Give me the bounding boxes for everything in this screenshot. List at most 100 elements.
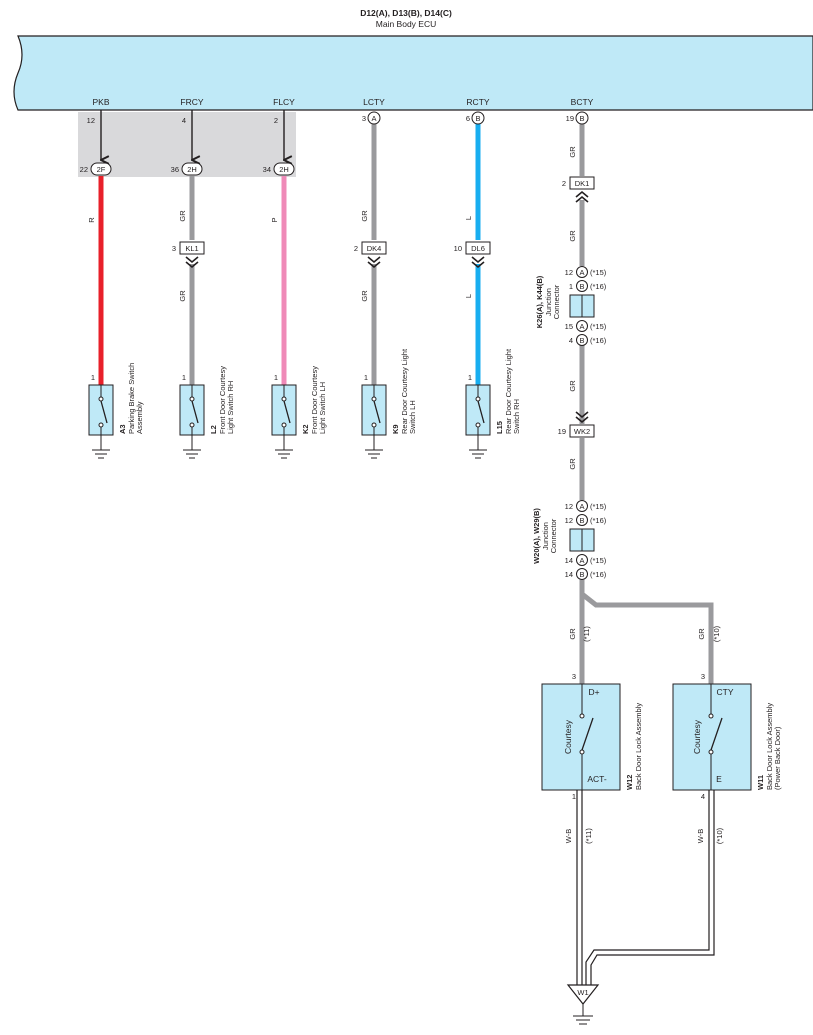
svg-text:19: 19 xyxy=(558,427,566,436)
ecu-connectors: D12(A), D13(B), D14(C) xyxy=(360,8,452,18)
svg-text:B: B xyxy=(579,516,584,525)
conn-rcty: B xyxy=(475,114,480,123)
svg-text:A: A xyxy=(579,322,584,331)
svg-text:3: 3 xyxy=(572,672,576,681)
junction-2f: 22 2F xyxy=(80,162,112,176)
wire-label-lcty-1: GR xyxy=(360,210,369,222)
svg-text:15: 15 xyxy=(565,322,573,331)
wire-label-bcty-3: GR xyxy=(568,380,577,392)
svg-text:Rear Door Courtesy Light: Rear Door Courtesy Light xyxy=(504,348,513,434)
switch-k9: 1 K9 Rear Door Courtesy Light Switch LH xyxy=(361,348,417,459)
svg-text:14: 14 xyxy=(565,570,573,579)
svg-text:(*15): (*15) xyxy=(590,322,607,331)
svg-text:E: E xyxy=(716,774,722,784)
svg-text:DK4: DK4 xyxy=(367,244,382,253)
note-w12-top: (*11) xyxy=(582,626,591,642)
connector-dl6: 10 DL6 xyxy=(454,241,491,269)
wire-label-bcty-2: GR xyxy=(568,230,577,242)
svg-text:2H: 2H xyxy=(279,165,289,174)
svg-text:Back Door Lock Assembly: Back Door Lock Assembly xyxy=(634,703,643,790)
svg-text:D+: D+ xyxy=(588,687,599,697)
svg-text:B: B xyxy=(579,336,584,345)
wire-label-flcy: P xyxy=(270,217,279,222)
svg-text:(*15): (*15) xyxy=(590,268,607,277)
note-w11-top: (*10) xyxy=(712,625,721,642)
svg-text:W11: W11 xyxy=(756,775,765,790)
svg-text:(*15): (*15) xyxy=(590,502,607,511)
connector-dk1: 2 DK1 xyxy=(562,176,595,203)
svg-text:Connector: Connector xyxy=(549,518,558,553)
ecu-terminal-frcy: FRCY xyxy=(180,97,203,107)
svg-text:CTY: CTY xyxy=(717,687,734,697)
svg-text:Back Door Lock Assembly: Back Door Lock Assembly xyxy=(765,703,774,790)
svg-text:A: A xyxy=(579,502,584,511)
switch-a3: 1 A3 Parking Brake Switch Assembly xyxy=(88,363,144,459)
wire-label-bcty-4: GR xyxy=(568,458,577,470)
connector-wk2: 19 WK2 xyxy=(558,411,595,438)
switch-l15: 1 L15 Rear Door Courtesy Light Switch RH xyxy=(465,348,521,459)
svg-text:(*16): (*16) xyxy=(590,282,607,291)
svg-text:Courtesy: Courtesy xyxy=(563,719,573,754)
svg-text:A: A xyxy=(579,556,584,565)
wire-label-w12: GR xyxy=(568,628,577,640)
svg-text:1: 1 xyxy=(572,792,576,801)
wire-label-bcty-1: GR xyxy=(568,146,577,158)
note-w12-bottom: (*11) xyxy=(584,828,593,844)
pin-lcty: 3 xyxy=(362,114,366,123)
ecu-body xyxy=(13,35,813,111)
svg-text:L2: L2 xyxy=(209,425,218,434)
svg-text:14: 14 xyxy=(565,556,573,565)
svg-text:Light Switch LH: Light Switch LH xyxy=(318,382,327,434)
wire-label-w11: GR xyxy=(697,628,706,640)
ecu-terminal-rcty: RCTY xyxy=(466,97,489,107)
svg-text:Junction: Junction xyxy=(541,522,550,550)
wire-label-rcty-2: L xyxy=(464,294,473,298)
ecu-name: Main Body ECU xyxy=(376,19,436,29)
svg-text:(*16): (*16) xyxy=(590,336,607,345)
svg-text:3: 3 xyxy=(172,244,176,253)
svg-text:1: 1 xyxy=(569,282,573,291)
svg-text:KL1: KL1 xyxy=(185,244,198,253)
svg-text:A: A xyxy=(579,268,584,277)
svg-text:2H: 2H xyxy=(187,165,197,174)
switch-l2: 1 L2 Front Door Courtesy Light Switch RH xyxy=(179,366,235,459)
pin-pkb: 12 xyxy=(87,116,95,125)
svg-text:22: 22 xyxy=(80,165,88,174)
svg-text:B: B xyxy=(579,570,584,579)
svg-text:(*16): (*16) xyxy=(590,516,607,525)
svg-text:12: 12 xyxy=(565,268,573,277)
ecu-terminal-bcty: BCTY xyxy=(571,97,594,107)
svg-text:(Power Back Door): (Power Back Door) xyxy=(773,726,782,790)
svg-text:12: 12 xyxy=(565,516,573,525)
svg-text:K2: K2 xyxy=(301,424,310,434)
svg-text:Rear Door Courtesy Light: Rear Door Courtesy Light xyxy=(400,348,409,434)
wire-label-frcy-1: GR xyxy=(178,210,187,222)
conn-bcty: B xyxy=(579,114,584,123)
svg-text:W12: W12 xyxy=(625,775,634,790)
connector-dk4: 2 DK4 xyxy=(354,241,387,269)
svg-text:(*15): (*15) xyxy=(590,556,607,565)
wire-label-frcy-2: GR xyxy=(178,290,187,302)
svg-text:2: 2 xyxy=(562,179,566,188)
svg-text:34: 34 xyxy=(263,165,271,174)
svg-text:1: 1 xyxy=(274,373,278,382)
svg-text:Switch RH: Switch RH xyxy=(512,399,521,434)
svg-text:3: 3 xyxy=(701,672,705,681)
pin-flcy: 2 xyxy=(274,116,278,125)
svg-text:4: 4 xyxy=(569,336,573,345)
svg-text:10: 10 xyxy=(454,244,462,253)
svg-text:Front Door Courtesy: Front Door Courtesy xyxy=(310,366,319,434)
svg-text:DK1: DK1 xyxy=(575,179,590,188)
wire-label-ground-w12: W-B xyxy=(564,829,573,843)
connector-kl1: 3 KL1 xyxy=(172,241,205,269)
pin-frcy: 4 xyxy=(182,116,186,125)
ground-point-w1: W1 xyxy=(566,984,600,1025)
note-w11-bottom: (*10) xyxy=(715,827,724,844)
ecu-terminal-lcty: LCTY xyxy=(363,97,385,107)
svg-text:Front Door Courtesy: Front Door Courtesy xyxy=(218,366,227,434)
wire-label-lcty-2: GR xyxy=(360,290,369,302)
svg-text:L15: L15 xyxy=(495,421,504,434)
junction-connector-k: A B A B 12 1 15 4 (*15) (*16) (*15) (*16… xyxy=(535,266,607,346)
wire-label-rcty-1: L xyxy=(464,216,473,220)
svg-text:Parking Brake Switch: Parking Brake Switch xyxy=(127,363,136,434)
